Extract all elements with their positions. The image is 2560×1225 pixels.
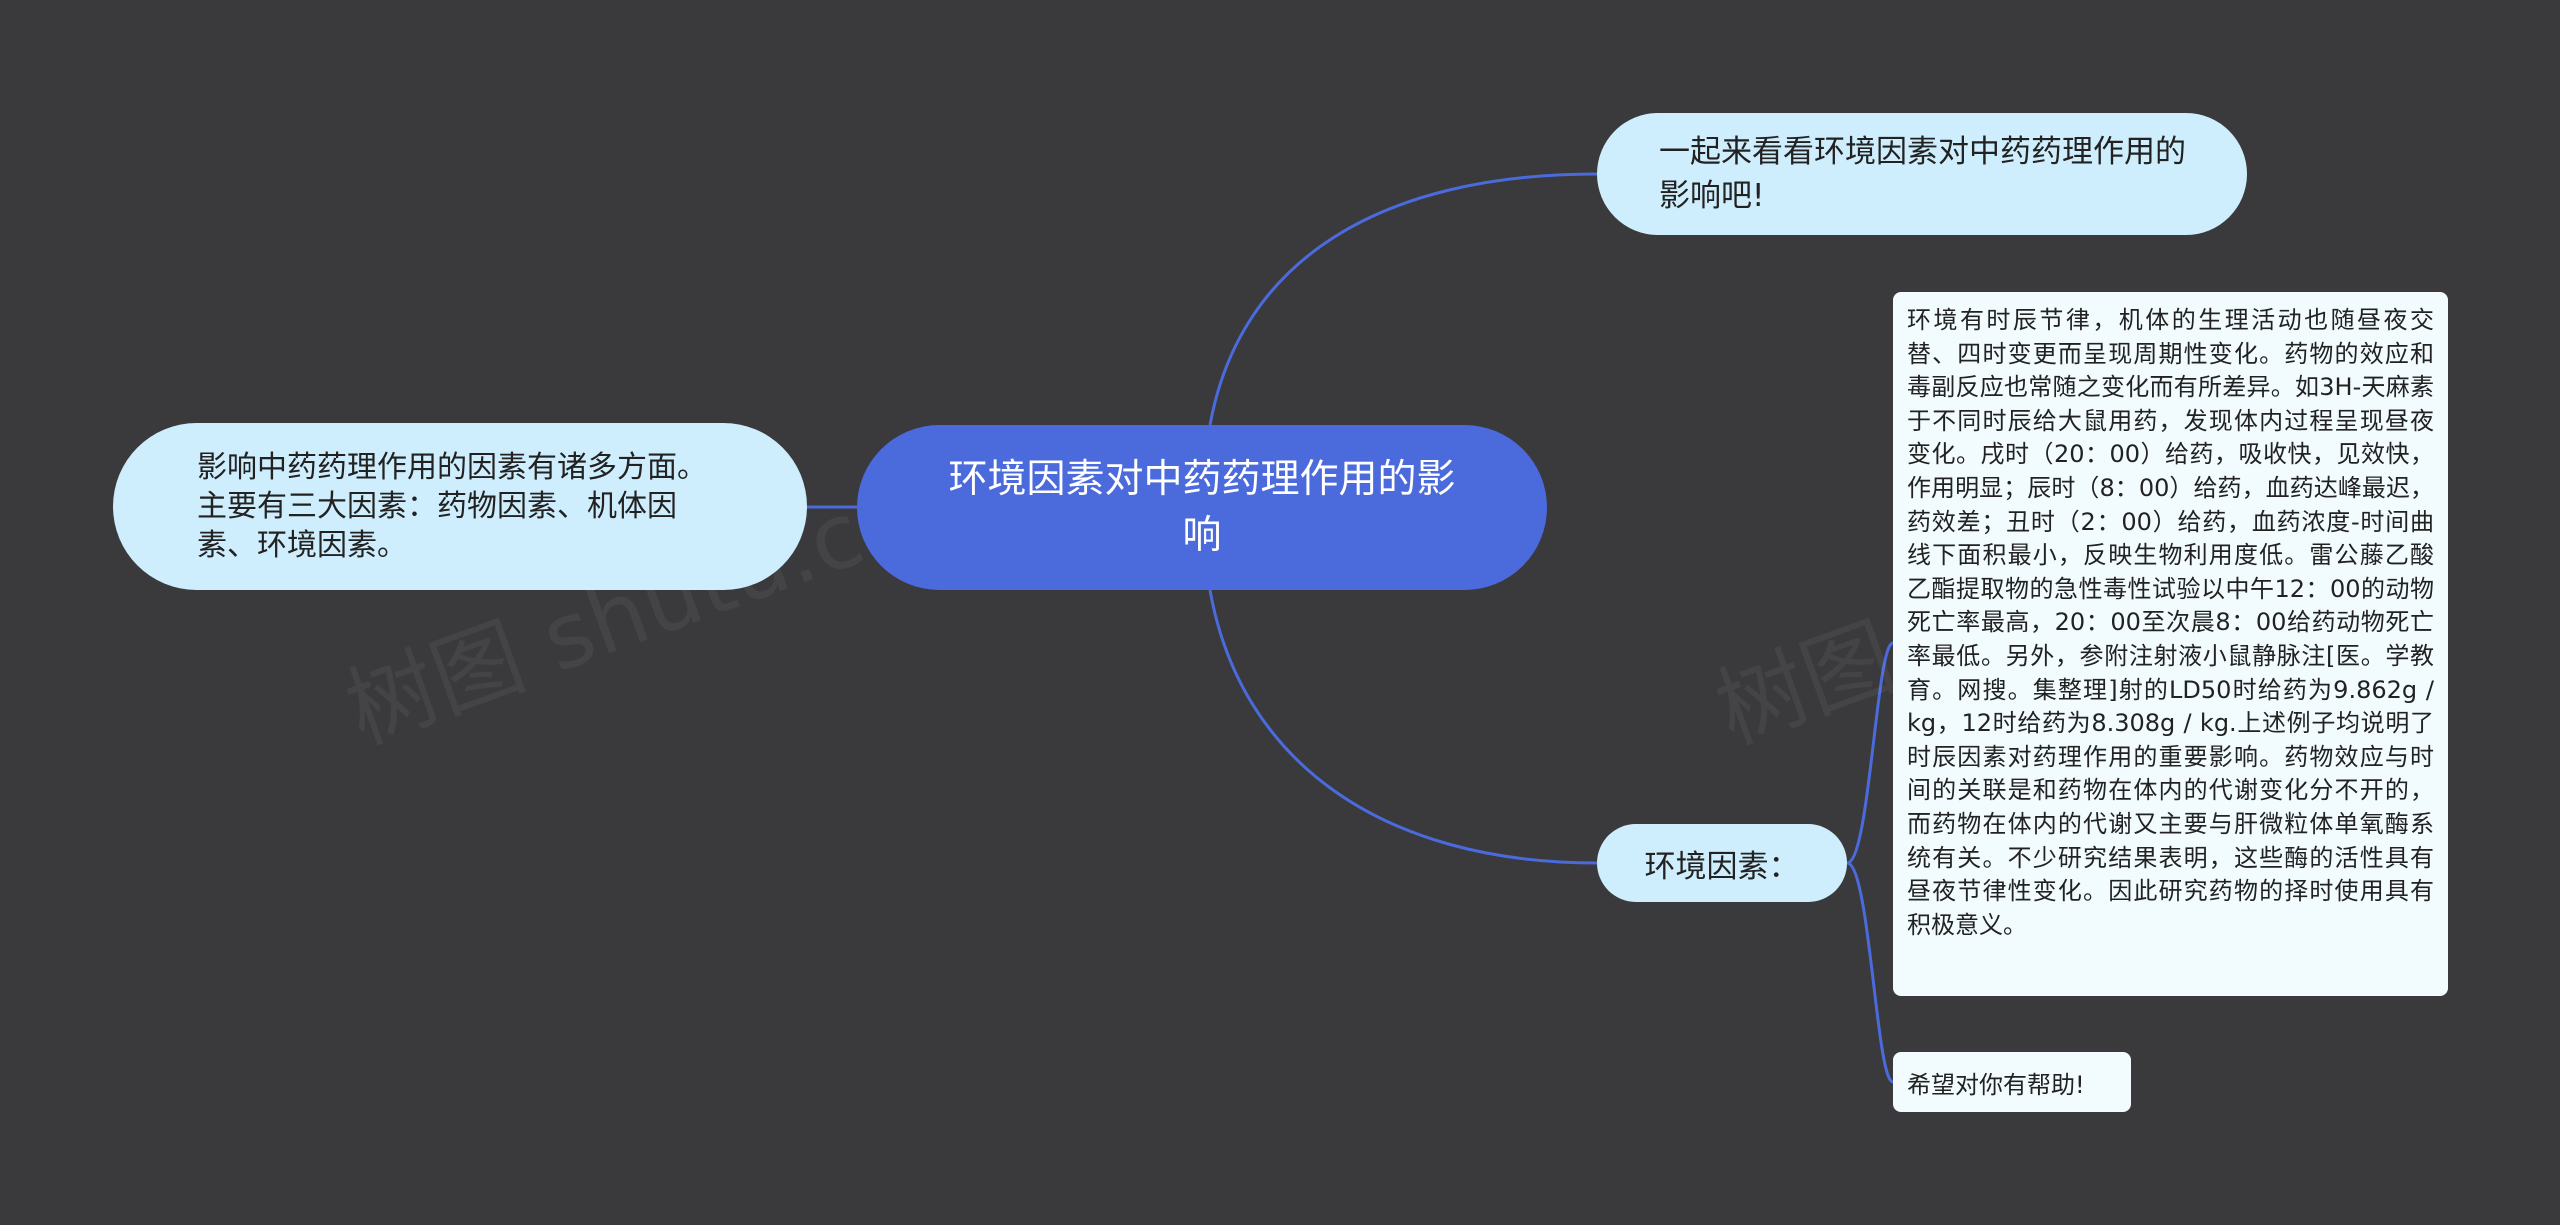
root-node-label: 环境因素对中药药理作用的影响	[948, 456, 1456, 558]
branch-environment-factors[interactable]: 环境因素：	[1597, 824, 1847, 902]
leaf-environment-detail-text: 环境有时辰节律，机体的生理活动也随昼夜交替、四时变更而呈现周期性变化。药物的效应…	[1907, 306, 2434, 939]
connector-root-top	[1208, 172, 1598, 426]
branch-environment-factors-label: 环境因素：	[1644, 848, 1800, 885]
connector-env-detail	[1846, 641, 1895, 865]
branch-three-factors[interactable]: 影响中药药理作用的因素有诸多方面。主要有三大因素：药物因素、机体因素、环境因素。	[113, 423, 807, 590]
branch-intro[interactable]: 一起来看看环境因素对中药药理作用的影响吧!	[1597, 113, 2247, 235]
connector-env-end	[1846, 861, 1894, 1084]
leaf-hope-helpful[interactable]: 希望对你有帮助!	[1893, 1052, 2131, 1112]
branch-three-factors-label: 影响中药药理作用的因素有诸多方面。主要有三大因素：药物因素、机体因素、环境因素。	[197, 450, 707, 563]
root-node[interactable]: 环境因素对中药药理作用的影响	[857, 425, 1547, 590]
branch-intro-label: 一起来看看环境因素对中药药理作用的影响吧!	[1659, 134, 2186, 214]
leaf-environment-detail[interactable]: 环境有时辰节律，机体的生理活动也随昼夜交替、四时变更而呈现周期性变化。药物的效应…	[1893, 292, 2448, 996]
connector-root-env	[1208, 589, 1598, 865]
leaf-hope-helpful-text: 希望对你有帮助!	[1907, 1070, 2085, 1099]
